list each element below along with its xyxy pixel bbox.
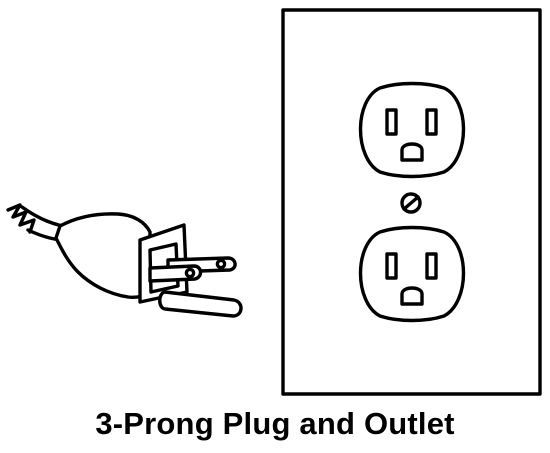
outlet-wall-plate: [281, 8, 542, 396]
plate-screw-icon: [400, 192, 422, 214]
slot-right-icon: [425, 252, 438, 280]
slot-left-icon: [385, 252, 398, 280]
ground-hole-icon: [400, 286, 424, 306]
plug-body: [54, 212, 152, 300]
plug-ground-pin: [158, 290, 243, 318]
receptacle-lower-face: [358, 225, 466, 323]
three-prong-plug: [6, 203, 243, 318]
slot-right-icon: [425, 108, 438, 136]
blade-hole-lower: [184, 267, 196, 279]
diagram-caption: 3-Prong Plug and Outlet: [95, 406, 455, 441]
slot-left-icon: [385, 108, 398, 136]
receptacle-upper-face: [358, 81, 466, 179]
receptacle-upper: [358, 81, 466, 179]
blade-hole-upper: [215, 258, 227, 270]
ground-hole-icon: [400, 142, 424, 162]
receptacle-lower: [358, 225, 466, 323]
